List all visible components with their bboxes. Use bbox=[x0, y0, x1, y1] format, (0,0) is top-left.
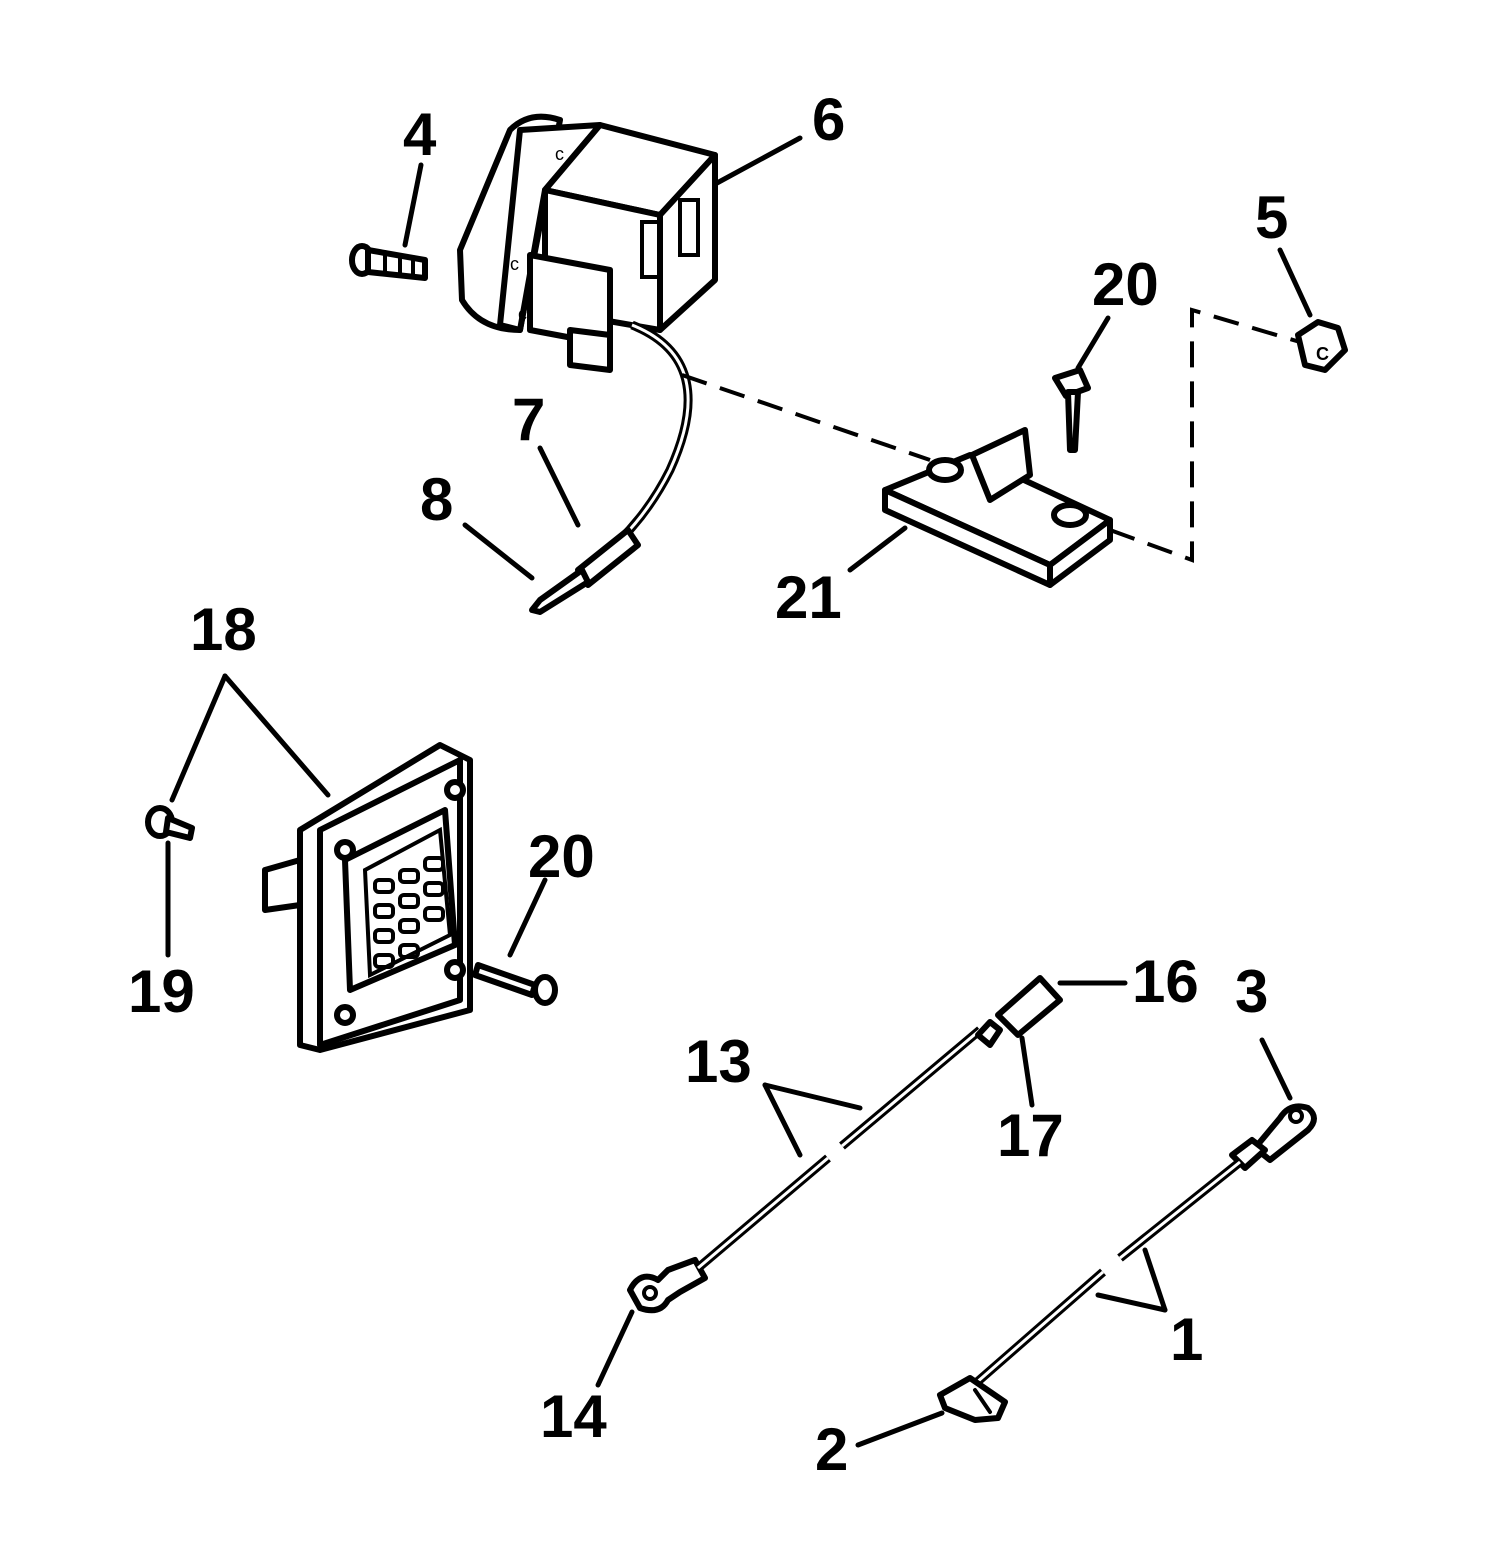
nut-icon: C bbox=[1295, 319, 1348, 373]
assembly-line-coil-bracket bbox=[681, 373, 931, 462]
lead-wire-assembly bbox=[937, 1103, 1317, 1423]
bracket-icon bbox=[882, 427, 1113, 588]
callout-14: 14 bbox=[540, 1383, 607, 1450]
callout-2: 2 bbox=[815, 1416, 848, 1483]
callout-8: 8 bbox=[420, 466, 453, 533]
screw-icon bbox=[349, 243, 428, 281]
callout-15: 16 bbox=[1132, 948, 1199, 1015]
callout-1: 1 bbox=[1170, 1306, 1203, 1373]
callout-3: 3 bbox=[1235, 958, 1268, 1025]
mounting-screw-icon bbox=[1052, 367, 1091, 453]
callout-labels: 6 4 5 20 7 8 21 18 19 20 16 3 13 17 1 14… bbox=[128, 86, 1288, 1483]
callout-21: 21 bbox=[775, 564, 842, 631]
assembly-line-bracket-nut bbox=[1109, 307, 1301, 563]
cover-plate-slots bbox=[373, 856, 445, 969]
svg-text:c: c bbox=[518, 304, 527, 324]
callout-5: 5 bbox=[1255, 184, 1288, 251]
svg-text:C: C bbox=[1316, 344, 1329, 364]
callout-6: 6 bbox=[812, 86, 845, 153]
callout-16: 17 bbox=[997, 1102, 1064, 1169]
small-screw-icon bbox=[145, 805, 195, 841]
callout-18: 19 bbox=[128, 958, 195, 1025]
svg-text:c: c bbox=[510, 254, 519, 274]
svg-text:c: c bbox=[555, 144, 564, 164]
cover-screw-icon bbox=[472, 962, 558, 1006]
coil-lead-wire bbox=[529, 320, 693, 615]
callout-13: 13 bbox=[685, 1028, 752, 1095]
coil-assembly: c c c bbox=[457, 113, 718, 373]
callout-4: 4 bbox=[403, 101, 437, 168]
ground-wire-assembly bbox=[627, 975, 1063, 1314]
leader-lines bbox=[165, 135, 1313, 1448]
callout-20: 20 bbox=[1092, 251, 1159, 318]
cover-plate-icon bbox=[262, 742, 473, 1053]
callout-17: 18 bbox=[190, 596, 257, 663]
callout-7: 7 bbox=[512, 386, 545, 453]
callout-19: 20 bbox=[528, 823, 595, 890]
